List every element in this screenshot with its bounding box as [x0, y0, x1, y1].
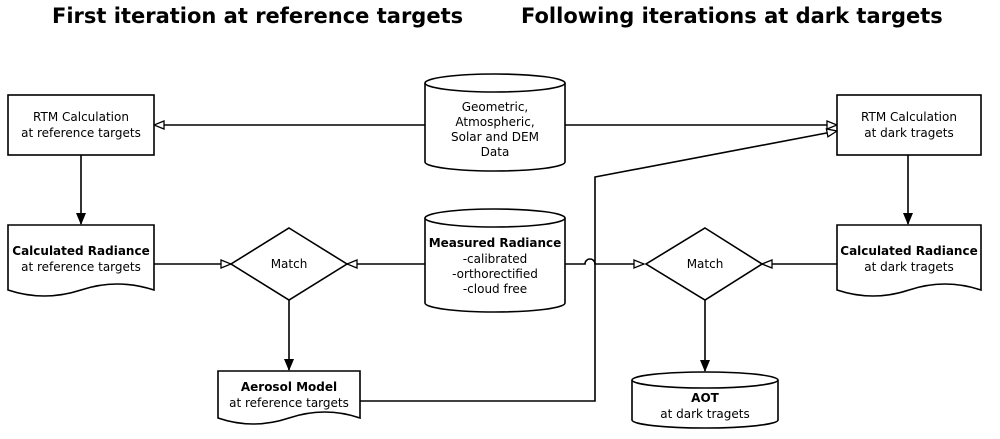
arrow-measured-to-match-dark — [565, 258, 644, 264]
measured-rad-line2: -calibrated — [463, 252, 528, 266]
match-ref-diamond: Match — [229, 227, 349, 301]
measured-rad-line3: -orthorectified — [452, 267, 538, 281]
calc-rad-ref-line2: at reference targets — [21, 260, 141, 274]
calc-radiance-dark-doc: Calculated Radiance at dark tragets — [836, 224, 982, 297]
aot-cylinder: AOT at dark tragets — [631, 371, 779, 429]
aot-title: AOT — [691, 391, 719, 405]
aerosol-model-doc: Aerosol Model at reference targets — [217, 370, 361, 425]
title-following-iterations: Following iterations at dark targets — [521, 4, 943, 28]
connectors — [76, 125, 913, 402]
measured-rad-title: Measured Radiance — [429, 236, 562, 250]
aerosol-model-line2: at reference targets — [229, 396, 349, 410]
geo-data-line3: Solar and DEM — [451, 130, 539, 144]
geo-data-cylinder: Geometric, Atmospheric, Solar and DEM Da… — [424, 73, 566, 172]
measured-rad-line4: -cloud free — [463, 282, 527, 296]
rtm-calc-dark-box: RTM Calculation at dark tragets — [836, 94, 982, 156]
geo-data-line2: Atmospheric, — [455, 115, 534, 129]
title-first-iteration: First iteration at reference targets — [52, 4, 464, 28]
calc-rad-dark-line2: at dark tragets — [864, 260, 954, 274]
rtm-dark-line2: at dark tragets — [864, 126, 954, 140]
rtm-calc-ref-box: RTM Calculation at reference targets — [7, 94, 155, 156]
calc-rad-ref-title: Calculated Radiance — [12, 244, 149, 258]
rtm-dark-line1: RTM Calculation — [861, 110, 957, 124]
geo-data-line4: Data — [481, 145, 510, 159]
rtm-ref-line2: at reference targets — [21, 126, 141, 140]
match-ref-label: Match — [271, 257, 308, 271]
arrow-aerosol-to-rtm-dark — [360, 131, 837, 402]
aot-line2: at dark tragets — [660, 407, 750, 421]
aerosol-model-title: Aerosol Model — [241, 380, 337, 394]
measured-radiance-cylinder: Measured Radiance -calibrated -orthorect… — [424, 208, 566, 313]
rtm-ref-line1: RTM Calculation — [33, 110, 129, 124]
calc-radiance-ref-doc: Calculated Radiance at reference targets — [7, 224, 155, 297]
match-dark-diamond: Match — [644, 227, 764, 301]
geo-data-line1: Geometric, — [462, 100, 528, 114]
calc-rad-dark-title: Calculated Radiance — [840, 244, 977, 258]
match-dark-label: Match — [687, 257, 724, 271]
